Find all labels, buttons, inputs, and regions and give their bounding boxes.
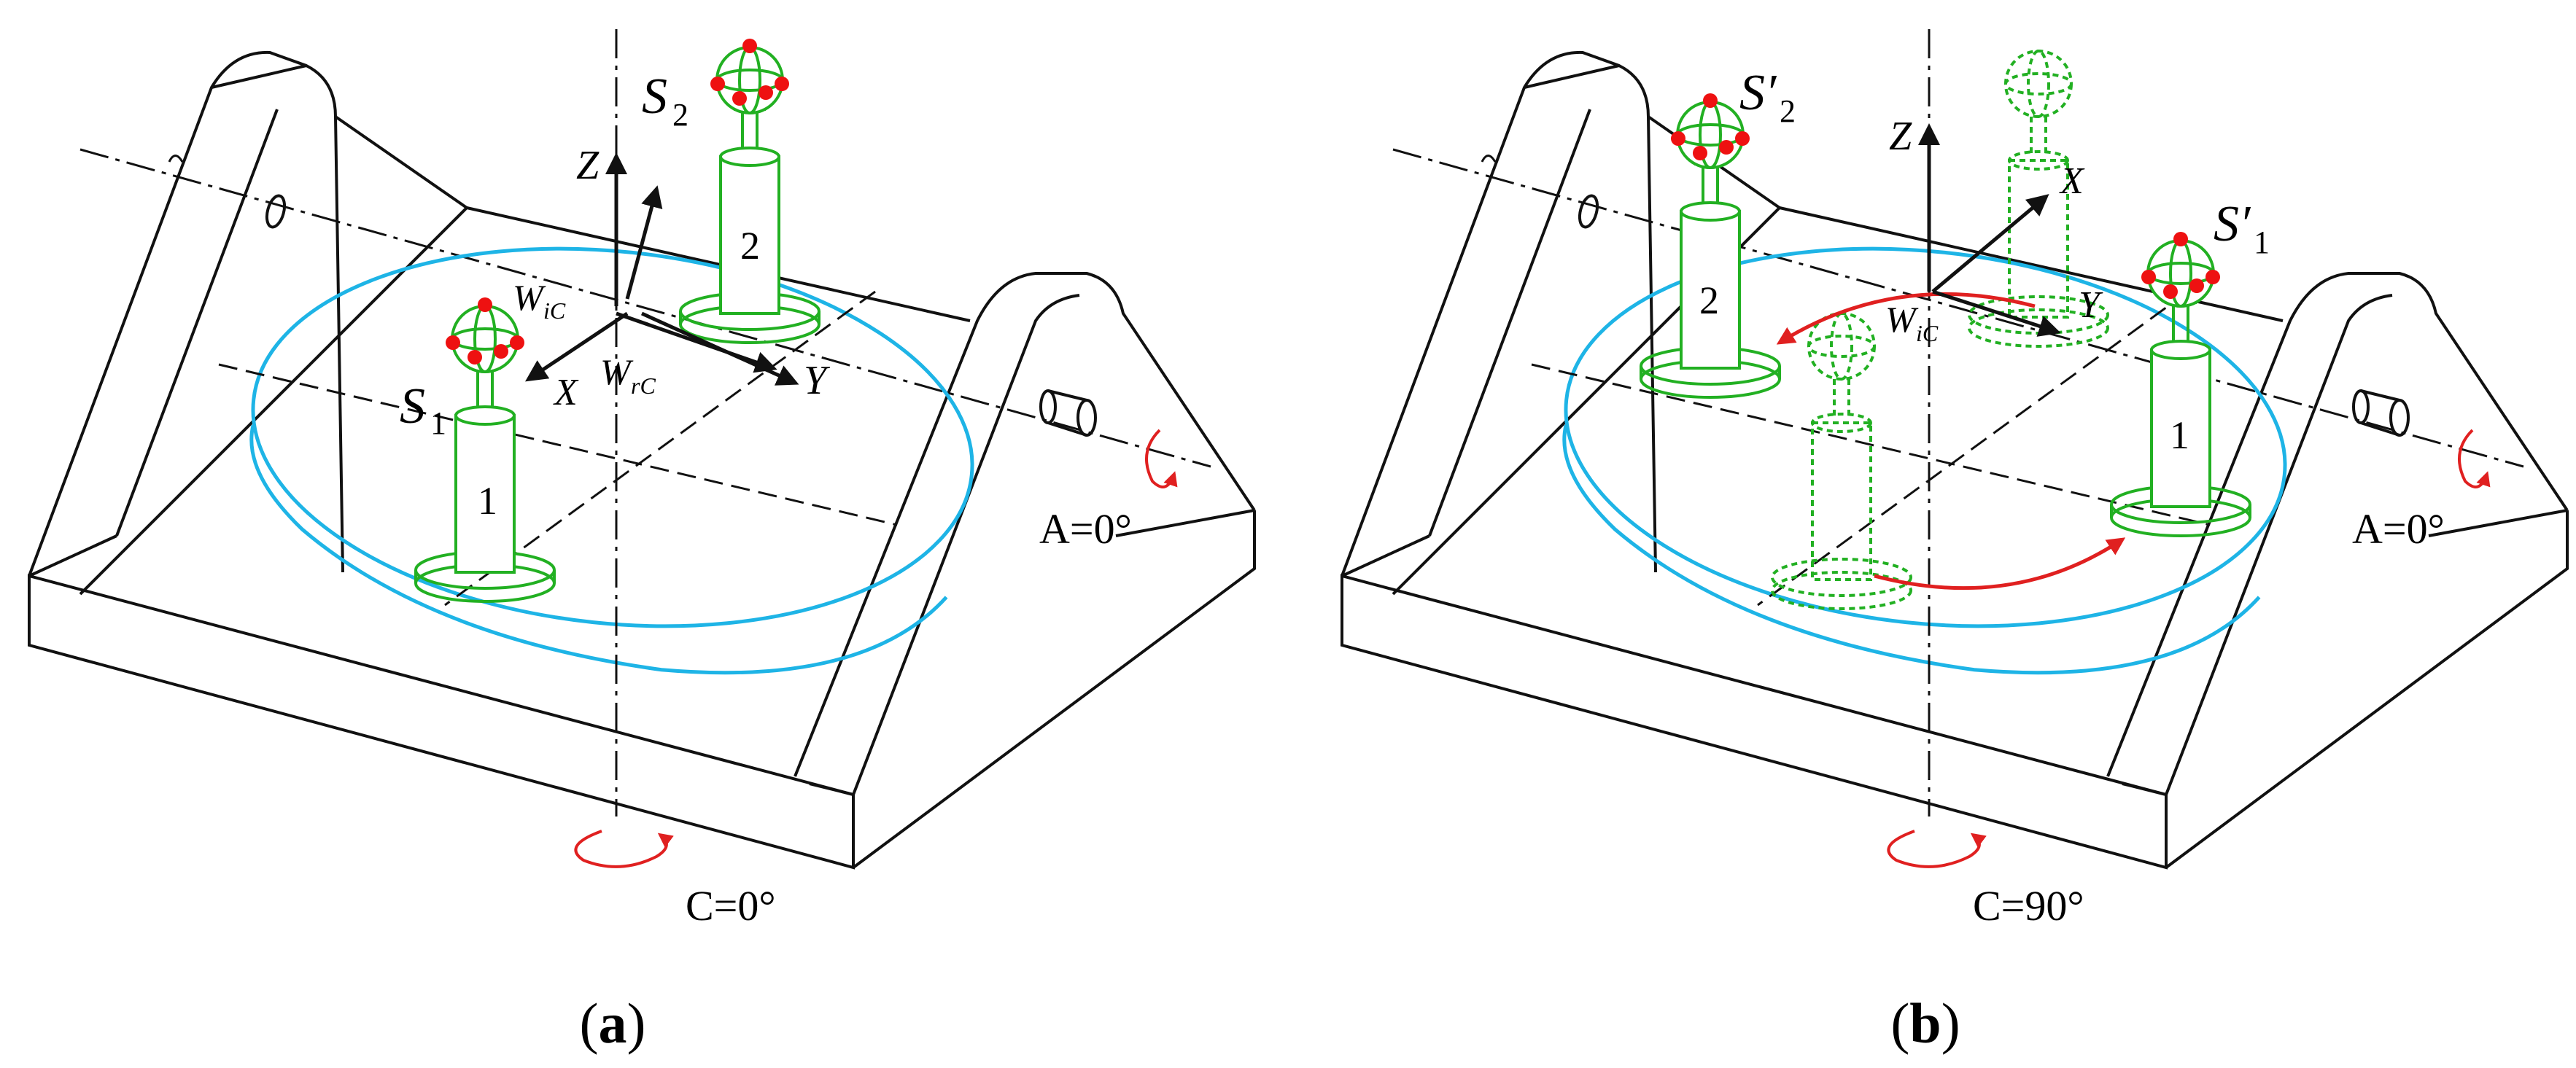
c-angle-label-b: C=90° bbox=[1973, 882, 2084, 929]
part-1-number-a: 1 bbox=[478, 479, 497, 523]
svg-text:W: W bbox=[600, 351, 634, 392]
rotation-arc-upper-b bbox=[1776, 292, 2036, 345]
frame-wic-label-b: W iC bbox=[1885, 299, 1939, 346]
panel-a: 1 2 Z X Y W iC W rC S 1 S 2 A=0° C=0° (a… bbox=[29, 29, 1254, 1055]
panel-caption-b: (b) bbox=[1890, 991, 1960, 1055]
svg-text:2: 2 bbox=[672, 97, 688, 133]
svg-text:1: 1 bbox=[430, 405, 446, 441]
svg-text:rC: rC bbox=[631, 373, 656, 399]
part-2-number-a: 2 bbox=[740, 224, 760, 268]
svg-text:S: S bbox=[400, 378, 425, 434]
axis-y-label-a: Y bbox=[804, 358, 831, 403]
panel-b: 1 2 Z X Y W iC S′ 1 S′ 2 A=0° C=90° (b) bbox=[1342, 29, 2567, 1055]
artifact-1-a bbox=[414, 296, 556, 603]
a-angle-label-a: A=0° bbox=[1039, 505, 1132, 553]
part-1-number-b: 1 bbox=[2170, 413, 2189, 457]
coordinate-frame-b bbox=[1918, 123, 2061, 337]
axis-x-label-b: X bbox=[2059, 160, 2085, 202]
svg-text:iC: iC bbox=[1916, 320, 1939, 346]
a-angle-label-b: A=0° bbox=[2352, 505, 2445, 553]
svg-text:(a): (a) bbox=[580, 991, 646, 1055]
svg-text:W: W bbox=[513, 277, 546, 318]
svg-text:(b): (b) bbox=[1890, 991, 1960, 1055]
fixture-b bbox=[1342, 29, 2567, 868]
coordinate-frame-a bbox=[525, 152, 799, 386]
panel-caption-a: (a) bbox=[580, 991, 646, 1055]
axis-z-label-b: Z bbox=[1889, 114, 1912, 159]
axis-x-label-a: X bbox=[553, 372, 579, 413]
artifact-2-b bbox=[1640, 92, 1781, 399]
part-2-number-b: 2 bbox=[1699, 278, 1719, 322]
svg-text:S′: S′ bbox=[1739, 65, 1777, 121]
svg-text:1: 1 bbox=[2254, 225, 2270, 260]
axis-z-label-a: Z bbox=[576, 143, 600, 188]
svg-text:S: S bbox=[642, 69, 667, 125]
artifact-2-a bbox=[679, 37, 820, 344]
svg-text:iC: iC bbox=[543, 297, 566, 324]
svg-text:W: W bbox=[1885, 299, 1919, 340]
svg-text:2: 2 bbox=[1780, 93, 1796, 129]
sensor-1-label-b: S′ 1 bbox=[2214, 196, 2270, 260]
c-angle-label-a: C=0° bbox=[686, 882, 776, 929]
sensor-1-label-a: S 1 bbox=[400, 378, 446, 441]
sensor-2-label-b: S′ 2 bbox=[1739, 65, 1796, 129]
sensor-2-label-a: S 2 bbox=[642, 69, 688, 133]
frame-wic-label-a: W iC bbox=[513, 277, 566, 324]
fixture-a bbox=[29, 29, 1254, 868]
artifact-ghost-1-b bbox=[1771, 312, 1912, 610]
svg-text:S′: S′ bbox=[2214, 196, 2251, 252]
rotation-arc-lower-b bbox=[1874, 537, 2126, 590]
frame-wrc-label-a: W rC bbox=[600, 351, 656, 399]
axis-y-label-b: Y bbox=[2079, 284, 2103, 326]
